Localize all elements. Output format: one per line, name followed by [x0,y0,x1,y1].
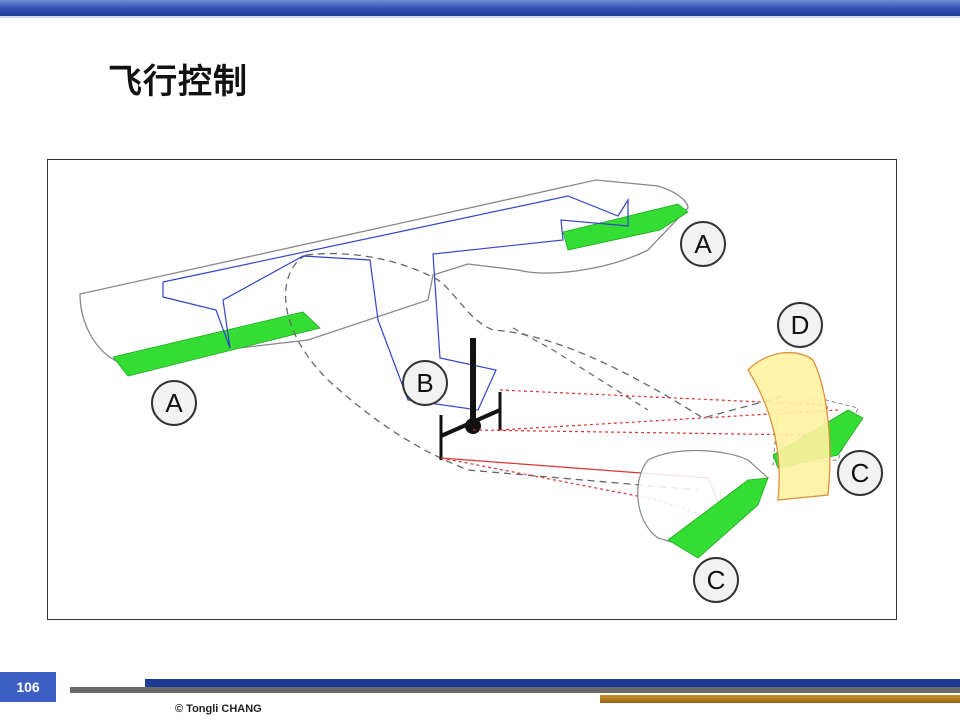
top-banner [0,0,960,16]
wing-outline [79,179,689,363]
svg-text:A: A [694,229,712,259]
left-elevator-surface [667,477,769,559]
flight-control-diagram: A A B D C C [47,159,897,620]
footer-bar-blue [145,679,960,688]
svg-text:C: C [851,458,870,488]
left-aileron-surface [112,311,321,377]
fuselage-outline [284,254,699,491]
top-banner-line [0,16,960,18]
label-c-left: C [693,557,739,603]
label-a-left: A [151,380,197,426]
elevator-cable-dotted [440,457,719,521]
svg-text:A: A [165,388,183,418]
fuselage-outline-mid [512,327,649,411]
fuselage-outline-top [305,252,789,419]
svg-text:B: B [416,368,433,398]
svg-text:D: D [791,310,810,340]
right-aileron-surface [562,203,689,251]
page-number: 106 [0,672,56,702]
label-a-right: A [680,221,726,267]
control-stick [439,338,502,460]
footer-bar-orange [600,695,960,703]
rudder-cable-low [472,429,809,436]
label-d: D [777,302,823,348]
rudder-cable-top [499,389,829,461]
label-b: B [402,360,448,406]
slide-title: 飞行控制 [108,62,248,102]
diagram-canvas: A A B D C C [79,179,883,603]
label-c-right: C [837,450,883,496]
copyright-text: © Tongli CHANG [175,703,262,715]
rudder-surface [747,351,831,501]
aileron-cable [162,195,629,411]
footer-bar-gray [70,687,960,693]
svg-text:C: C [707,565,726,595]
